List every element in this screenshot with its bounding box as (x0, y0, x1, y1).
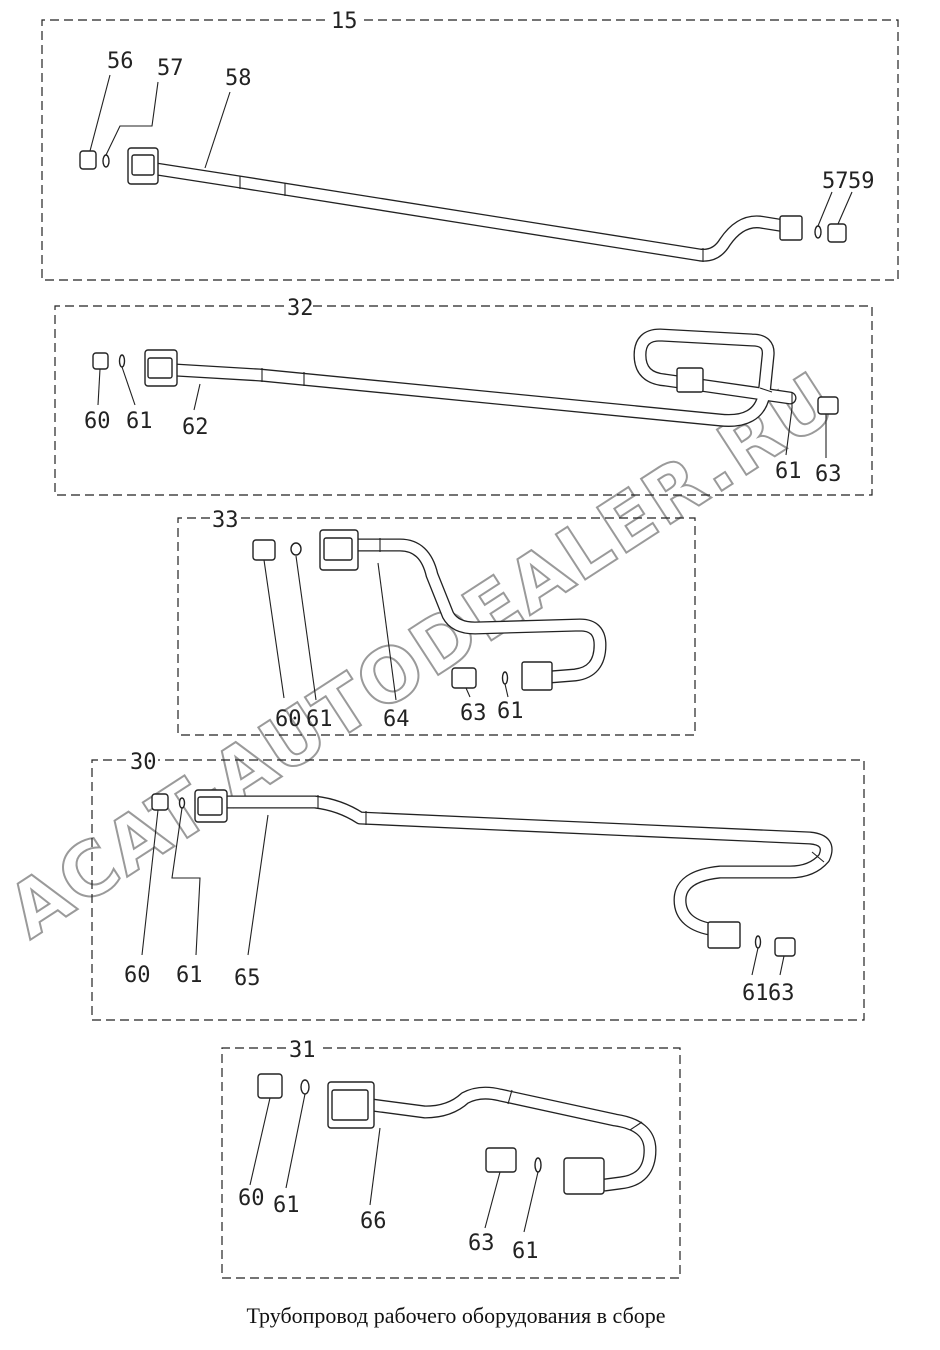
assembly-15: 15 56 57 58 57 59 (41, 9, 899, 281)
assembly-32-label: 32 (287, 296, 314, 321)
part-label: 61 (742, 981, 769, 1006)
part-label: 56 (107, 49, 134, 74)
part-label: 57 (822, 169, 849, 194)
nut-60 (257, 1073, 283, 1099)
watermark: ACAT-AUTODEALER.RU (0, 356, 852, 956)
seal-61-right (501, 671, 509, 685)
assembly-15-label: 15 (331, 9, 358, 34)
figure-caption: Трубопровод рабочего оборудования в сбор… (246, 1303, 666, 1328)
part-label: 60 (238, 1186, 265, 1211)
part-label: 64 (383, 707, 410, 732)
part-label: 61 (512, 1239, 539, 1264)
fitting-59 (827, 223, 847, 243)
part-label: 63 (460, 701, 487, 726)
union-nut (676, 367, 704, 393)
part-label: 60 (124, 963, 151, 988)
seal-61 (300, 1079, 310, 1095)
nut-60 (252, 539, 276, 561)
assembly-31-frame (221, 1047, 681, 1279)
seal-57-right (814, 225, 822, 239)
assembly-31-label: 31 (289, 1038, 316, 1063)
assembly-30: 30 60 61 65 61 63 (91, 750, 865, 1021)
assembly-33: 33 60 61 64 63 61 (177, 508, 696, 736)
fitting-63 (774, 937, 796, 957)
seal-61 (290, 542, 302, 556)
assembly-31: 31 60 61 66 63 61 (221, 1038, 681, 1279)
part-label: 57 (157, 56, 184, 81)
part-label: 60 (84, 409, 111, 434)
nut-60 (151, 793, 169, 811)
part-label: 62 (182, 415, 209, 440)
part-label: 63 (768, 981, 795, 1006)
union-nut (779, 215, 803, 241)
seal-61 (178, 797, 186, 809)
assembly-30-label: 30 (130, 750, 157, 775)
part-label: 66 (360, 1209, 387, 1234)
part-label: 61 (176, 963, 203, 988)
part-label: 65 (234, 966, 261, 991)
part-label: 58 (225, 66, 252, 91)
assembly-33-label: 33 (212, 508, 239, 533)
fitting-63 (451, 667, 477, 689)
union-nut (521, 661, 553, 691)
seal-61-right (754, 935, 762, 949)
part-label: 60 (275, 707, 302, 732)
part-label: 61 (775, 459, 802, 484)
part-label: 63 (815, 462, 842, 487)
assembly-33-frame (177, 517, 696, 736)
assembly-15-frame (41, 19, 899, 281)
part-label: 61 (126, 409, 153, 434)
seal-61 (118, 354, 126, 368)
union-nut (707, 921, 741, 949)
nut-56 (79, 150, 97, 170)
assembly-32: 32 60 61 62 61 63 (54, 296, 873, 496)
fitting-63 (817, 396, 839, 415)
seal-61-right (534, 1157, 542, 1173)
union-nut (563, 1157, 605, 1195)
seal-57 (102, 154, 110, 168)
part-label: 61 (273, 1193, 300, 1218)
assembly-30-frame (91, 759, 865, 1021)
part-label: 59 (848, 169, 875, 194)
part-label: 61 (497, 699, 524, 724)
part-label: 63 (468, 1231, 495, 1256)
part-label: 61 (306, 707, 333, 732)
nut-60 (92, 352, 109, 370)
fitting-63 (485, 1147, 517, 1173)
assembly-32-frame (54, 305, 873, 496)
